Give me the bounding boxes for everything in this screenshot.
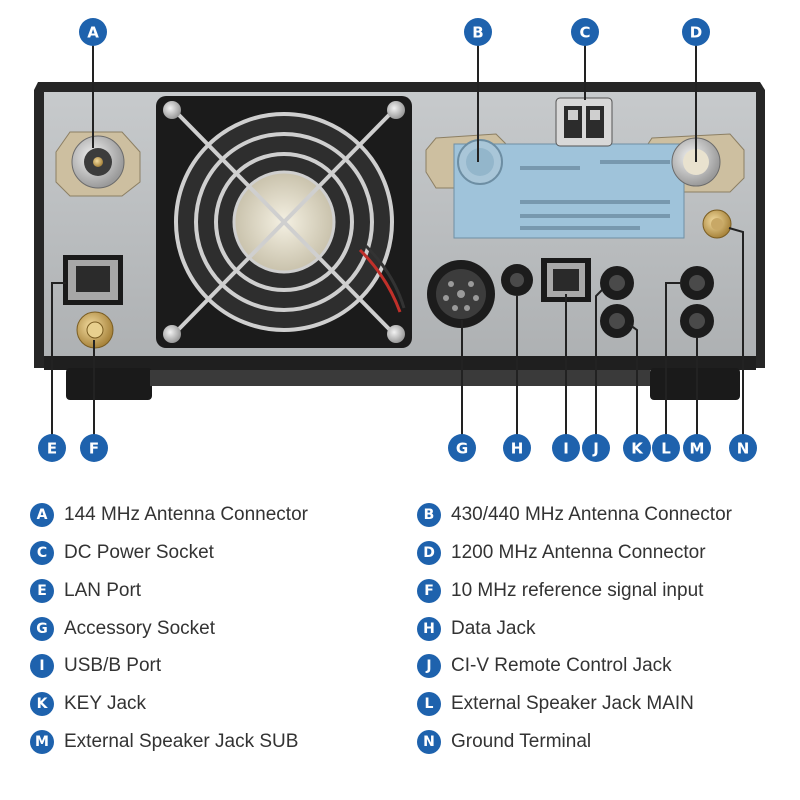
svg-text:M: M (690, 440, 705, 458)
svg-text:C: C (579, 24, 590, 42)
foot-left (66, 368, 152, 400)
callout-m: M (683, 434, 711, 462)
accessory-socket (427, 260, 495, 328)
svg-text:E: E (47, 440, 57, 458)
callout-e: E (38, 434, 66, 462)
key-jack (600, 304, 634, 338)
callout-a: A (79, 18, 107, 46)
callout-c: C (571, 18, 599, 46)
callout-k: K (623, 434, 651, 462)
callout-d: D (682, 18, 710, 46)
svg-text:L: L (661, 440, 671, 458)
callout-h: H (503, 434, 531, 462)
cooling-fan (156, 96, 412, 348)
callout-i: I (552, 434, 580, 462)
svg-text:H: H (511, 440, 524, 458)
lan-port (63, 255, 123, 305)
svg-text:F: F (89, 440, 99, 458)
svg-text:D: D (690, 24, 702, 42)
external-speaker-jack-main (680, 266, 714, 300)
antenna-connector-144 (56, 132, 140, 196)
data-jack (501, 264, 533, 296)
callout-n: N (729, 434, 757, 462)
callout-f: F (80, 434, 108, 462)
svg-text:N: N (737, 440, 750, 458)
svg-text:J: J (592, 440, 599, 458)
callout-j: J (582, 434, 610, 462)
svg-text:B: B (472, 24, 483, 42)
callout-g: G (448, 434, 476, 462)
callout-b: B (464, 18, 492, 46)
svg-text:I: I (563, 440, 569, 458)
svg-text:G: G (456, 440, 468, 458)
foot-right (650, 368, 740, 400)
ci-v-remote-jack (600, 266, 634, 300)
callout-l: L (652, 434, 680, 462)
ground-terminal (703, 210, 731, 238)
dc-power-socket (556, 98, 612, 146)
svg-text:A: A (87, 24, 99, 42)
svg-text:K: K (631, 440, 644, 458)
external-speaker-jack-sub (680, 304, 714, 338)
